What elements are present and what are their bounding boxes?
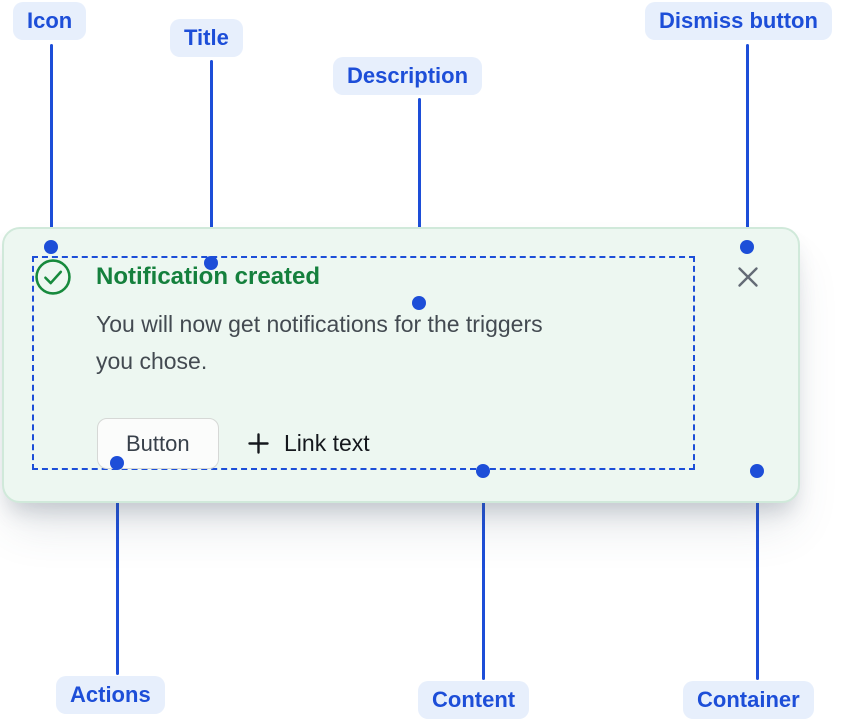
callout-label-dismiss-button: Dismiss button xyxy=(645,2,832,40)
callout-line-icon xyxy=(49,44,53,247)
callout-line-container xyxy=(755,471,759,680)
notification-content-region xyxy=(32,256,695,470)
callout-line-description xyxy=(417,98,421,303)
callout-line-actions xyxy=(115,463,119,675)
callout-dot-title xyxy=(204,256,218,270)
action-link-label: Link text xyxy=(284,430,370,456)
action-link[interactable]: Link text xyxy=(246,418,370,469)
callout-label-icon: Icon xyxy=(13,2,87,40)
plus-icon xyxy=(248,433,269,454)
callout-dot-content xyxy=(476,464,490,478)
callout-label-content: Content xyxy=(418,681,530,719)
close-icon xyxy=(737,266,758,287)
callout-label-container: Container xyxy=(683,681,814,719)
description-line: You will now get notifications for the t… xyxy=(96,311,543,337)
check-circle-icon xyxy=(35,259,71,295)
callout-dot-container xyxy=(750,464,764,478)
notification-description: You will now get notifications for the t… xyxy=(96,306,543,380)
dismiss-button[interactable] xyxy=(732,261,763,292)
callout-dot-description xyxy=(412,296,426,310)
description-line: you chose. xyxy=(96,348,208,374)
callout-label-title: Title xyxy=(170,19,243,57)
callout-dot-actions xyxy=(110,456,124,470)
callout-line-dismiss-button xyxy=(745,44,749,247)
callout-line-content xyxy=(481,471,485,680)
callout-line-title xyxy=(209,60,213,263)
callout-label-description: Description xyxy=(333,57,483,95)
callout-dot-dismiss-button xyxy=(740,240,754,254)
callout-dot-icon xyxy=(44,240,58,254)
callout-label-actions: Actions xyxy=(56,676,165,714)
